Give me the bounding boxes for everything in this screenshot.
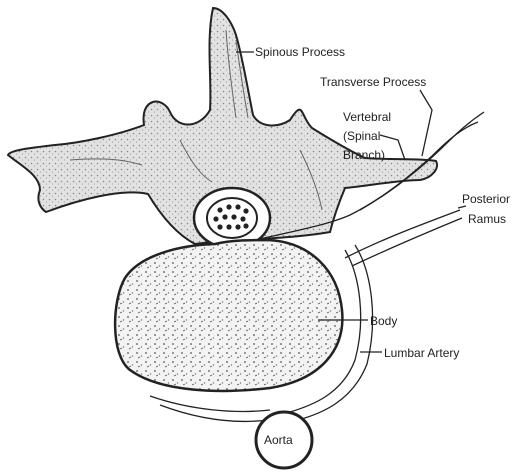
- posterior-ramus-nerve-2: [352, 218, 462, 266]
- label-transverse-process: Transverse Process: [320, 75, 426, 89]
- label-spinous-process: Spinous Process: [255, 45, 345, 59]
- leader-posterior-ramus: [458, 206, 466, 208]
- vertebral-body: [115, 240, 342, 391]
- label-body: Body: [370, 314, 397, 328]
- label-posterior-2: Ramus: [468, 212, 506, 226]
- label-vertebral-3: Branch): [343, 148, 385, 162]
- label-posterior-1: Posterior: [462, 192, 510, 206]
- lumbar-artery-left-2: [160, 405, 268, 421]
- label-vertebral-1: Vertebral: [343, 110, 391, 124]
- label-lumbar-artery: Lumbar Artery: [384, 346, 459, 360]
- label-vertebral-2: (Spinal: [343, 129, 380, 143]
- lumbar-artery-left: [150, 396, 270, 411]
- label-aorta: Aorta: [264, 433, 293, 447]
- leader-transverse-process: [420, 90, 432, 156]
- posterior-ramus-nerve: [345, 210, 460, 258]
